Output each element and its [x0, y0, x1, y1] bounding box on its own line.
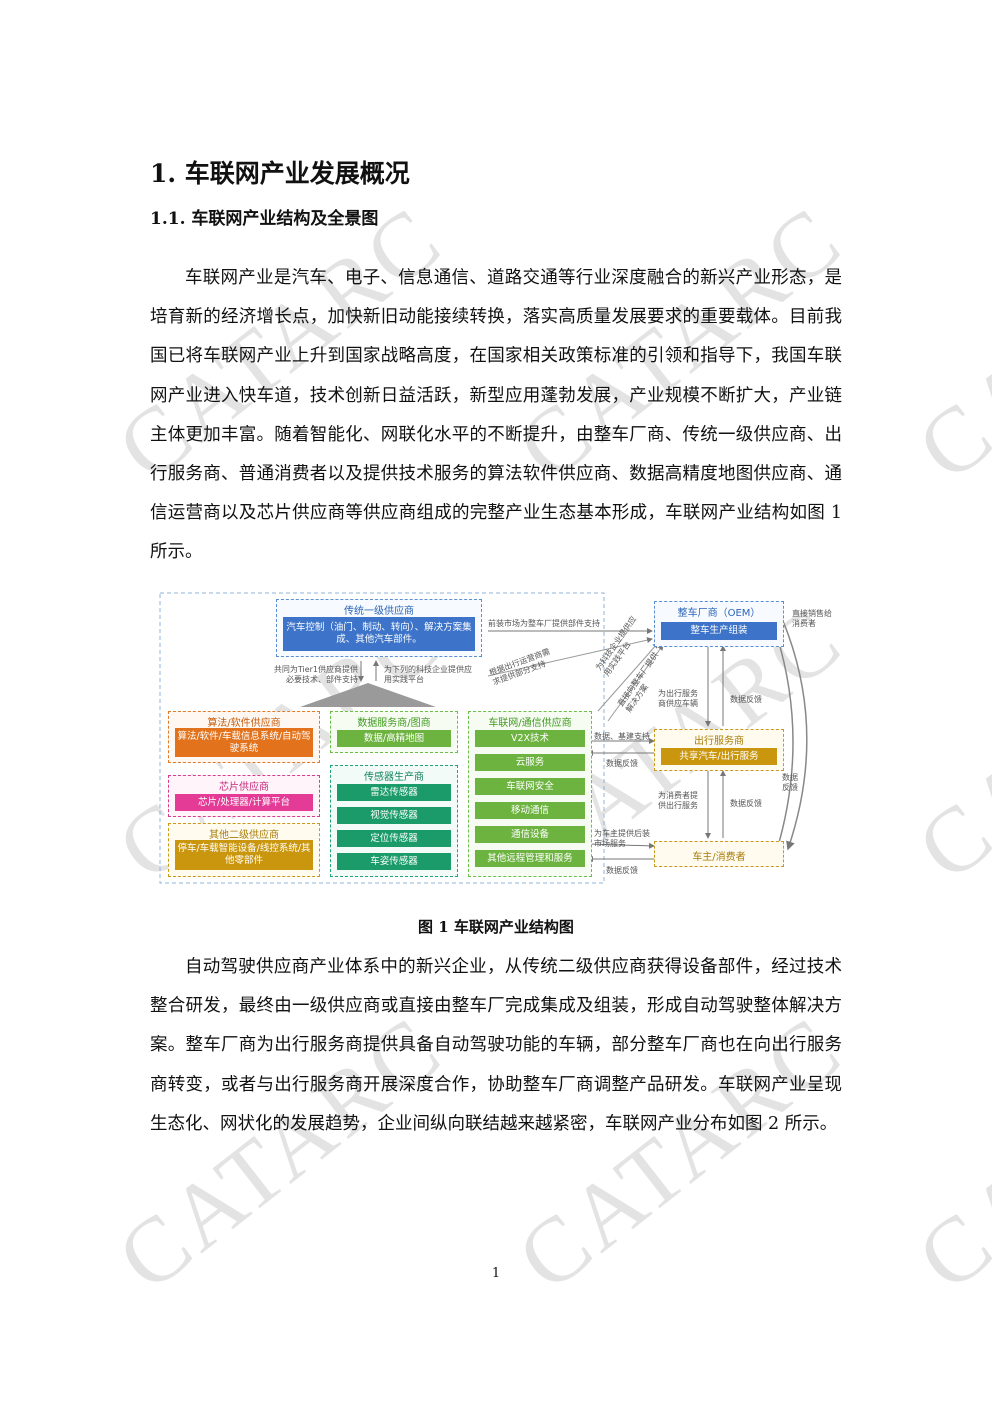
telecom-title: 车联网/通信供应商 — [488, 718, 572, 729]
data-title: 数据服务商/图商 — [357, 718, 431, 729]
tier1-content: 汽车控制（油门、制动、转向）、解决方案集成、其他汽车部件。 — [283, 617, 475, 651]
tier2-title: 其他二级供应商 — [209, 830, 279, 841]
algorithm-content: 算法/软件/车载信息系统/自动驾驶系统 — [175, 728, 313, 757]
telecom-item: 车联网安全 — [475, 778, 585, 795]
oem-content: 整车生产组装 — [661, 622, 777, 640]
diagram-note: 为消费者提供出行服务 — [658, 791, 698, 810]
diagram-note: 为出行服务商供应车辆 — [658, 689, 698, 708]
mobility-box: 出行服务商 共享汽车/出行服务 — [654, 729, 784, 771]
chip-supplier-box: 芯片供应商 芯片/处理器/计算平台 — [168, 775, 320, 817]
diagram-note: 数据、基建支持 — [594, 732, 650, 741]
industry-structure-diagram: 传统一级供应商 汽车控制（油门、制动、转向）、解决方案集成、其他汽车部件。 整车… — [158, 591, 836, 887]
body-paragraph-2: 自动驾驶供应商产业体系中的新兴企业，从传统二级供应商获得设备部件，经过技术整合研… — [150, 957, 842, 1134]
telecom-item: V2X技术 — [475, 730, 585, 747]
diagram-note: 为车主提供后装市场服务 — [594, 829, 650, 848]
watermark: CATARC — [898, 995, 992, 1311]
figure-caption: 图 1 车联网产业结构图 — [418, 918, 574, 936]
diagram-connectors — [159, 592, 808, 884]
diagram-note: 数据反馈 — [730, 799, 762, 808]
mobility-content: 共享汽车/出行服务 — [661, 748, 777, 765]
telecom-supplier-box: 车联网/通信供应商 V2X技术 云服务 车联网安全 移动通信 通信设备 其他远程… — [468, 711, 592, 877]
consumer-box: 车主/消费者 — [654, 841, 784, 867]
diagram-note: 数据反馈 — [782, 773, 798, 792]
chip-content: 芯片/处理器/计算平台 — [175, 794, 313, 811]
data-content: 数据/高精地图 — [337, 730, 451, 747]
oem-title: 整车厂商（OEM） — [677, 608, 761, 619]
algorithm-title: 算法/软件供应商 — [207, 718, 281, 729]
diagram-note: 为下列的科技企业提供应用实践平台 — [384, 665, 472, 684]
diagram-note: 数据反馈 — [606, 759, 638, 768]
telecom-item: 云服务 — [475, 754, 585, 771]
diagram-note: 直接销售给消费者 — [792, 609, 832, 628]
tier1-title: 传统一级供应商 — [344, 606, 414, 617]
sensor-item: 车姿传感器 — [337, 853, 451, 870]
tier1-supplier-box: 传统一级供应商 汽车控制（油门、制动、转向）、解决方案集成、其他汽车部件。 — [276, 599, 482, 657]
mobility-title: 出行服务商 — [694, 736, 744, 747]
body-paragraph-1: 车联网产业是汽车、电子、信息通信、道路交通等行业深度融合的新兴产业形态，是培育新… — [150, 268, 842, 563]
diagram-note: 数据反馈 — [606, 866, 638, 875]
data-provider-box: 数据服务商/图商 数据/高精地图 — [330, 711, 458, 753]
sensor-item: 雷达传感器 — [337, 784, 451, 801]
telecom-item: 移动通信 — [475, 802, 585, 819]
subsection-heading: 1.1. 车联网产业结构及全景图 — [150, 209, 379, 229]
sensor-maker-box: 传感器生产商 雷达传感器 视觉传感器 定位传感器 车姿传感器 — [330, 765, 458, 877]
chip-title: 芯片供应商 — [219, 782, 269, 793]
diagram-note: 前装市场为整车厂提供部件支持 — [488, 619, 600, 628]
telecom-item: 通信设备 — [475, 826, 585, 843]
tier2-supplier-box: 其他二级供应商 停车/车载智能设备/线控系统/其他零部件 — [168, 823, 320, 877]
sensor-item: 视觉传感器 — [337, 807, 451, 824]
diagram-note: 共同为Tier1供应商提供必要技术、部件支持 — [273, 665, 358, 684]
watermark: CATARC — [898, 585, 992, 901]
sensor-title: 传感器生产商 — [364, 772, 424, 783]
section-heading: 1. 车联网产业发展概况 — [150, 159, 410, 188]
oem-box: 整车厂商（OEM） 整车生产组装 — [654, 601, 784, 647]
tier2-content: 停车/车载智能设备/线控系统/其他零部件 — [175, 840, 313, 870]
algorithm-supplier-box: 算法/软件供应商 算法/软件/车载信息系统/自动驾驶系统 — [168, 711, 320, 763]
sensor-item: 定位传感器 — [337, 830, 451, 847]
diagram-note: 数据反馈 — [730, 695, 762, 704]
consumer-title: 车主/消费者 — [692, 852, 746, 863]
page-number: 1 — [491, 1266, 501, 1281]
watermark: CATARC — [898, 185, 992, 501]
telecom-item: 其他远程管理和服务 — [475, 850, 585, 867]
